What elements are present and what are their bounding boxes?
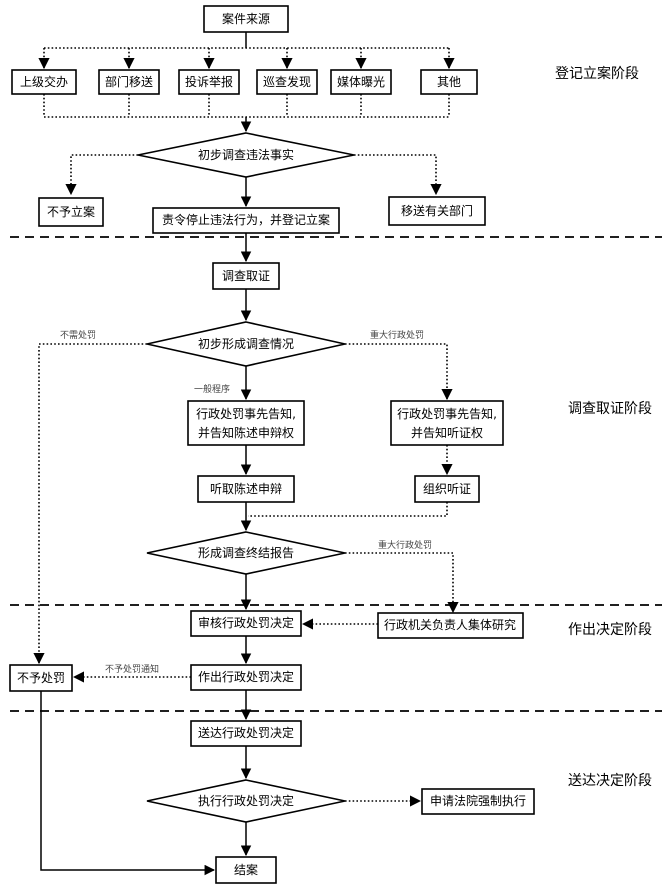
node-src-4-label: 巡查发现 bbox=[263, 74, 311, 89]
label-major-penalty: 重大行政处罚 bbox=[370, 329, 424, 341]
node-organize-hearing-label: 组织听证 bbox=[423, 482, 471, 496]
node-make-decision-label: 作出行政处罚决定 bbox=[198, 669, 294, 684]
node-src-3 bbox=[178, 69, 240, 95]
node-order-stop bbox=[152, 207, 340, 234]
node-review-decision-label: 审核行政处罚决定 bbox=[198, 615, 294, 630]
label-general-procedure: 一般程序 bbox=[194, 383, 230, 395]
node-no-case bbox=[38, 197, 104, 227]
node-transfer-label: 移送有关部门 bbox=[401, 203, 473, 218]
node-court-enforce-label: 申请法院强制执行 bbox=[430, 794, 526, 808]
dotted-arrow bbox=[33, 343, 147, 665]
decision-prelim-check-label: 初步调查违法事实 bbox=[198, 147, 294, 162]
decision-final-report-label: 形成调查终结报告 bbox=[198, 545, 294, 560]
dotted-arrow bbox=[345, 343, 453, 401]
node-collective-study-label: 行政机关负责人集体研究 bbox=[384, 617, 516, 632]
node-source bbox=[203, 5, 289, 33]
node-organize-hearing bbox=[414, 475, 480, 503]
stage-label-investigate: 调查取证阶段 bbox=[568, 401, 652, 417]
node-src-4 bbox=[256, 69, 318, 95]
node-source-label: 案件来源 bbox=[222, 11, 270, 26]
node-hear-statement bbox=[197, 475, 295, 503]
node-no-case-label: 不予立案 bbox=[47, 204, 95, 219]
node-transfer bbox=[388, 196, 486, 226]
node-src-2-label: 部门移送 bbox=[105, 74, 153, 89]
node-hear-statement-label: 听取陈述申辩 bbox=[210, 481, 282, 496]
node-src-6 bbox=[420, 69, 478, 95]
decision-execute-label: 执行行政处罚决定 bbox=[198, 793, 294, 808]
node-src-5 bbox=[330, 69, 392, 95]
node-notice-general-line2: 并告知陈述申辩权 bbox=[198, 425, 294, 440]
node-no-penalty bbox=[9, 664, 73, 692]
node-notice-major bbox=[390, 400, 504, 446]
node-src-1-label: 上级交办 bbox=[20, 74, 68, 89]
label-major-penalty-2: 重大行政处罚 bbox=[378, 539, 432, 551]
node-close-case-label: 结案 bbox=[234, 862, 258, 877]
node-notice-general bbox=[187, 400, 305, 446]
node-court-enforce bbox=[421, 788, 535, 815]
stage-label-register: 登记立案阶段 bbox=[555, 65, 639, 82]
node-notice-major-line1: 行政处罚事先告知, bbox=[397, 407, 497, 421]
node-deliver-decision-label: 送达行政处罚决定 bbox=[198, 725, 294, 740]
dotted-arrow bbox=[65, 154, 138, 196]
node-review-decision bbox=[190, 610, 302, 637]
node-notice-major-line2: 并告知听证权 bbox=[411, 426, 483, 440]
dotted-connector bbox=[248, 502, 448, 517]
node-investigate-label: 调查取证 bbox=[222, 269, 270, 283]
node-order-stop-label: 责令停止违法行为，并登记立案 bbox=[162, 212, 330, 227]
node-no-penalty-label: 不予处罚 bbox=[17, 671, 65, 685]
label-no-penalty-needed: 不需处罚 bbox=[60, 329, 96, 341]
dotted-arrow bbox=[354, 154, 442, 196]
connector bbox=[40, 691, 216, 876]
stage-label-deliver: 送达决定阶段 bbox=[568, 773, 652, 789]
node-close-case bbox=[215, 856, 277, 884]
node-src-3-label: 投诉举报 bbox=[185, 74, 233, 89]
label-no-penalty-notice: 不予处罚通知 bbox=[105, 663, 159, 675]
node-notice-general-line1: 行政处罚事先告知, bbox=[196, 407, 296, 421]
dotted-arrow bbox=[345, 552, 459, 614]
node-src-6-label: 其他 bbox=[437, 75, 461, 89]
node-investigate bbox=[212, 262, 280, 290]
stage-label-decide: 作出决定阶段 bbox=[568, 622, 652, 638]
node-src-5-label: 媒体曝光 bbox=[337, 75, 385, 89]
node-collective-study bbox=[377, 612, 524, 639]
decision-prelim-form-label: 初步形成调查情况 bbox=[198, 337, 294, 351]
